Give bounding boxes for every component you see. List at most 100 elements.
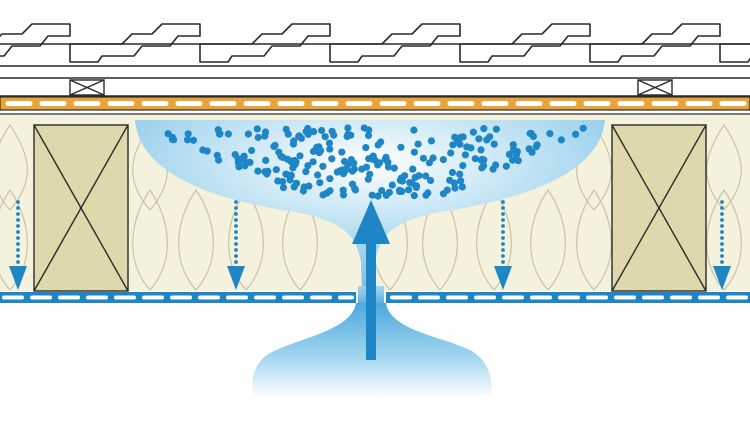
vapor-droplet [344,130,352,138]
vapor-droplet [279,153,287,161]
vapor-droplet [371,156,379,164]
vapor-droplet [469,128,477,136]
vapor-droplet [368,191,376,199]
roof-rails [0,65,750,97]
vapor-droplet [272,166,280,174]
vapor-droplet [492,125,500,133]
vapor-droplet [480,125,488,133]
vapor-droplet [492,161,500,169]
vapor-droplet [398,187,406,195]
vapor-droplet [321,133,329,141]
vapor-droplet [282,125,290,133]
vapor-droplet [406,179,414,187]
vapor-droplet [350,159,358,167]
vapor-droplet [374,192,382,200]
vapor-droplet [446,176,454,184]
insulation-loop [706,123,742,211]
vapor-droplets [164,124,587,200]
vapor-droplet [262,156,270,164]
vapor-droplet [248,146,256,155]
vapor-droplet [314,171,322,179]
vapor-droplet [296,152,304,160]
roof-tiles [0,23,750,63]
vapor-droplet [409,165,417,173]
vapor-droplet [410,126,418,134]
insulation-loop [530,188,566,291]
roof-tile [719,43,750,63]
roof-tile [69,23,201,63]
vapor-droplet [390,164,398,172]
vapor-droplet [378,187,386,195]
vapor-droplet [216,130,224,138]
vapor-droplet [381,155,389,163]
vapor-droplet [291,160,299,168]
insulation-loop [706,188,742,291]
insulation-loop [178,188,214,291]
vapor-droplet [471,155,479,163]
vapor-droplet [397,174,405,182]
vapor-droplet [184,130,192,138]
vapor-droplet [203,147,211,155]
vapor-droplet [429,154,437,162]
vapor-droplet [319,162,327,170]
vapor-droplet [477,146,485,154]
vapor-droplet [397,143,405,151]
vapor-droplet [275,148,283,156]
vapor-droplet [490,140,498,148]
vapor-droplet [309,158,317,166]
vapor-droplet [325,139,334,147]
vapor-droplet [264,167,272,175]
vapor-droplet [348,167,356,175]
condensation-drips [9,200,731,290]
vapor-droplet [529,132,538,140]
vapor-droplet [483,136,491,144]
vapor-droplet [344,161,352,169]
vapor-droplet [323,189,331,197]
roof-tile [329,23,461,63]
vapor-droplet [318,126,326,135]
dotted-down-arrow-icon [227,200,245,290]
vapor-droplet [338,148,346,156]
vapor-droplet [333,168,341,176]
vapor-droplet [533,141,541,149]
vapor-droplet [279,184,288,192]
vapor-droplet [254,167,262,175]
vapor-droplet [422,172,430,180]
crossed-box-icon [69,79,105,96]
vapor-droplet [304,162,312,170]
vapor-droplet [302,168,310,176]
vapor-droplet [299,187,307,195]
vapor-droplet [231,151,239,159]
vapor-droplet [525,145,533,153]
vapor-droplet [458,183,466,191]
vapor-droplet [414,140,422,148]
vapor-droplet [305,182,313,190]
vapor-droplet [443,186,451,194]
vapor-droplet [340,168,348,176]
vapor-droplet [326,145,334,153]
vapor-droplet [241,162,249,170]
roof-tile [589,23,721,63]
vapor-droplet [330,131,338,139]
vapor-droplet [422,191,430,199]
vapor-droplet [344,124,352,132]
vapor-droplet [339,186,347,194]
vapor-droplet [439,156,447,164]
vapor-droplet [224,130,232,138]
vapor-droplet [410,148,418,156]
vapor-droplet [502,162,510,170]
vapor-droplet [304,130,312,138]
vapor-droplet [364,131,373,140]
vapor-droplet [316,179,324,187]
vapor-droplet [254,133,262,142]
vapor-droplet [168,133,177,141]
vapor-droplet [238,155,246,163]
vapor-droplet [415,172,423,180]
vapor-droplet [457,177,465,185]
vapor-droplet [382,191,390,199]
vapor-droplet [262,128,270,136]
insulation-loop [0,188,28,291]
vapor-droplet [427,176,435,185]
